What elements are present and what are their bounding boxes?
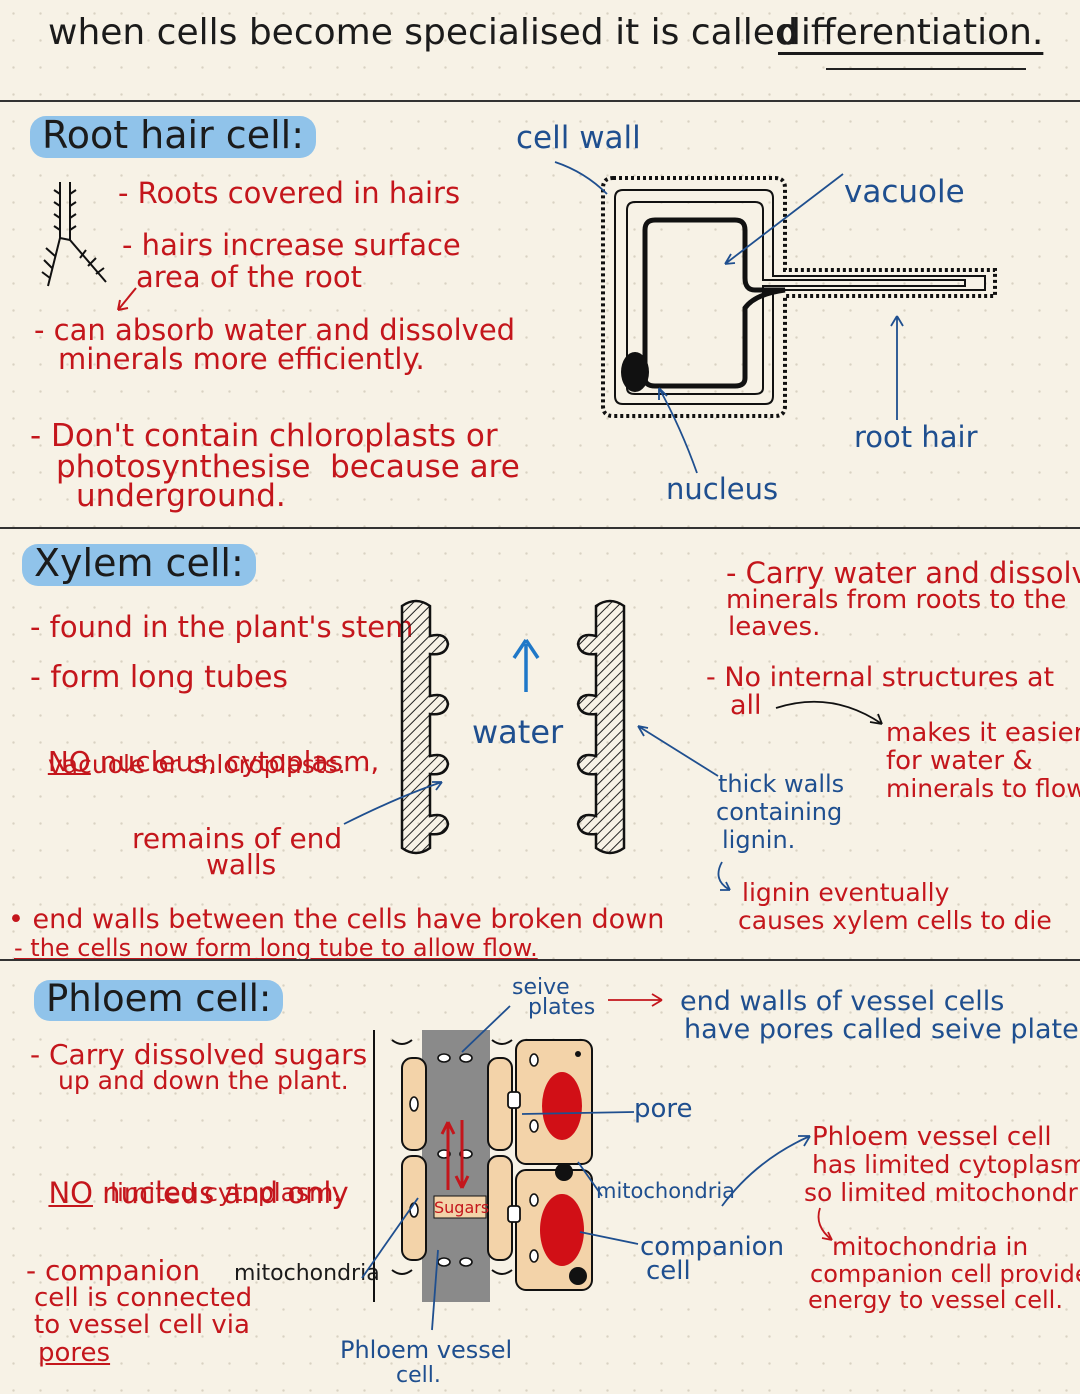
phloem-no: NO (48, 1176, 93, 1211)
lignin-b: causes xylem cells to die (738, 906, 1052, 935)
phloem-point-2: NO nucleus and only (30, 1148, 349, 1211)
label-mitochondria-right: mitochondria (596, 1179, 736, 1203)
xylem-right-3c: minerals to flow (886, 774, 1080, 803)
xylem-right-2a: - No internal structures at (706, 662, 1055, 693)
xylem-right-2b: all (730, 690, 762, 721)
phloem-vessel-arrow (721, 1135, 811, 1207)
root-point-4a: - Don't contain chloroplasts or (30, 418, 498, 454)
label-sieve-b: plates (528, 995, 596, 1020)
xylem-right-1c: leaves. (728, 612, 821, 642)
root-heading: Root hair cell: (30, 115, 316, 158)
xylem-point-3: NO nucleus, cytoplasm, (30, 718, 379, 777)
section-divider (0, 100, 1080, 102)
xylem-arrow (775, 700, 883, 725)
label-vacuole: vacuole (844, 174, 965, 210)
xylem-right-1b: minerals from roots to the (726, 585, 1067, 615)
phloem-point-2b: limited cytoplasm. (110, 1178, 342, 1207)
xylem-thick-c: lignin. (722, 826, 796, 854)
phloem-mito-b: companion cell provides (810, 1260, 1080, 1288)
phloem-point-1b: up and down the plant. (58, 1066, 349, 1095)
root-point-2a: - hairs increase surface (122, 228, 461, 262)
label-nucleus: nucleus (666, 472, 779, 506)
phloem-point-3d: pores (38, 1338, 111, 1368)
label-end-walls-b: walls (206, 848, 277, 881)
xylem-bullet-1: • end walls between the cells have broke… (8, 904, 665, 935)
phloem-point-3a: - companion (26, 1254, 201, 1287)
xylem-point-2: - form long tubes (30, 660, 289, 695)
root-point-4b: photosynthesise because are (56, 449, 520, 485)
label-companion-b: cell (646, 1256, 691, 1286)
mito-arrow (817, 1207, 833, 1241)
title-double-underline (826, 68, 1026, 70)
lignin-a: lignin eventually (742, 878, 950, 907)
phloem-endwalls-b: have pores called seive plates (684, 1014, 1080, 1045)
xylem-right-3a: makes it easier (886, 718, 1080, 748)
phloem-vessel-c: so limited mitochondria (804, 1178, 1080, 1207)
label-vessel-a: Phloem vessel (340, 1336, 513, 1364)
phloem-endwalls-a: end walls of vessel cells (680, 986, 1005, 1017)
label-pore: pore (634, 1094, 693, 1124)
title-term: differentiation. (778, 12, 1044, 53)
section-divider (0, 527, 1080, 529)
root-hair-cell-diagram (554, 161, 997, 474)
section-divider (0, 959, 1080, 961)
phloem-point-3c: to vessel cell via (34, 1310, 250, 1340)
xylem-heading: Xylem cell: (22, 543, 256, 586)
label-water: water (472, 713, 564, 751)
sieve-arrow (608, 993, 663, 1007)
xylem-diagram (343, 599, 719, 855)
xylem-point-3b: vacuole or chloroplasts. (48, 750, 346, 779)
phloem-point-2a: nucleus and only (92, 1176, 349, 1211)
phloem-heading: Phloem cell: (34, 979, 284, 1021)
lignin-arrow (717, 861, 731, 891)
root-point-4c: underground. (76, 478, 286, 514)
root-sketch (41, 182, 107, 287)
label-companion-a: companion (640, 1232, 785, 1262)
phloem-mito-c: energy to vessel cell. (808, 1286, 1063, 1314)
xylem-right-3b: for water & (886, 746, 1033, 776)
label-mitochondria-left: mitochondria (234, 1261, 380, 1286)
xylem-thick-a: thick walls (718, 770, 845, 798)
root-point-1: - Roots covered in hairs (118, 176, 461, 210)
root-point-2b: area of the root (136, 260, 363, 294)
xylem-bullet-2: - the cells now form long tube to allow … (14, 934, 538, 962)
xylem-point-1: - found in the plant's stem (30, 610, 414, 644)
xylem-point-3a: nucleus, cytoplasm, (90, 745, 380, 779)
label-root-hair: root hair (854, 420, 978, 454)
label-cell-wall: cell wall (516, 120, 641, 156)
phloem-mito-a: mitochondria in (832, 1232, 1029, 1261)
label-vessel-b: cell. (396, 1363, 441, 1388)
label-end-walls-a: remains of end (132, 822, 343, 855)
phloem-point-3b: cell is connected (34, 1283, 253, 1313)
phloem-point-1a: - Carry dissolved sugars (30, 1038, 368, 1071)
xylem-no: NO (47, 745, 91, 779)
label-sugars: Sugars (434, 1198, 490, 1217)
root-arrow (117, 287, 137, 311)
phloem-diagram (361, 1005, 639, 1331)
phloem-vessel-b: has limited cytoplasm (812, 1150, 1080, 1179)
xylem-thick-b: containing (716, 798, 843, 826)
root-point-3a: - can absorb water and dissolved (34, 313, 516, 347)
page-title: when cells become specialised it is call… (48, 12, 798, 53)
root-point-3b: minerals more efficiently. (58, 342, 425, 376)
xylem-right-1a: - Carry water and dissolved (726, 556, 1080, 590)
phloem-vessel-a: Phloem vessel cell (812, 1122, 1052, 1152)
label-sieve-a: seive (512, 975, 570, 1000)
